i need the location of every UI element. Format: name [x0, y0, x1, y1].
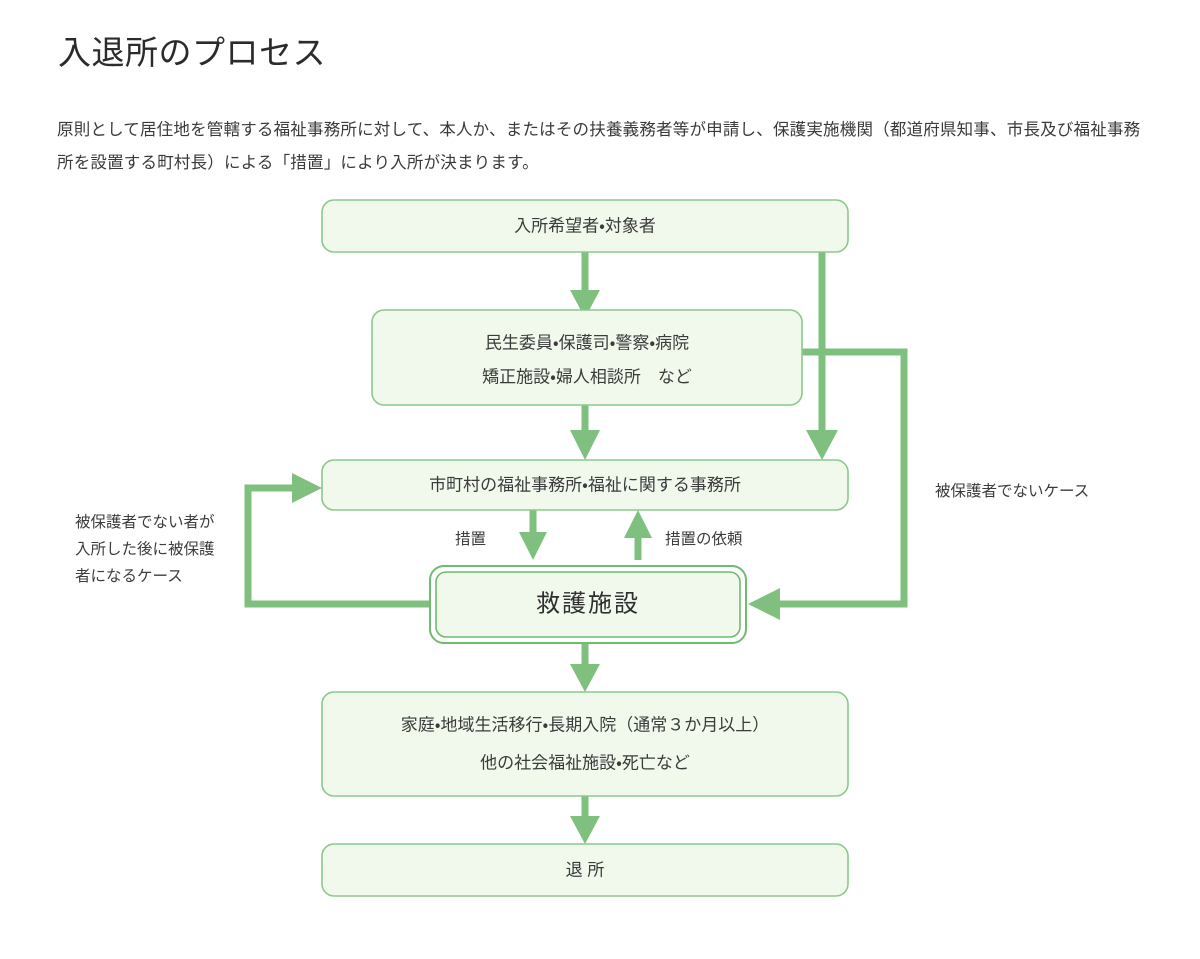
edge-facility-to-outcomes	[570, 643, 600, 692]
node-referrers-label-line1: 民生委員・保護司・警察・病院	[485, 333, 689, 352]
node-welfare-office-label: 市町村の福祉事務所・福祉に関する事務所	[429, 475, 741, 494]
edge-outcomes-to-discharge	[570, 796, 600, 844]
node-applicant-label: 入所希望者・対象者	[514, 216, 656, 235]
node-discharge-box	[321, 843, 849, 897]
node-welfare-office[interactable]: 市町村の福祉事務所・福祉に関する事務所	[321, 459, 849, 511]
edge-facility-to-welfare	[624, 510, 652, 560]
edge-welfare-to-facility	[519, 510, 547, 560]
intro-paragraph: 原則として居住地を管轄する福祉事務所に対して、本人か、またはその扶養義務者等が申…	[57, 121, 1141, 172]
node-rescue-facility-label: 救護施設	[536, 590, 640, 617]
node-referrers-box	[371, 309, 803, 406]
note-not-protected-case: 被保護者でないケース	[935, 482, 1089, 500]
edge-applicant-to-referrers	[570, 252, 600, 318]
node-outcomes-label-line1: 家庭・地域生活移行・長期入院（通常３か月以上）	[401, 715, 770, 734]
flowchart-svg: 入所希望者・対象者 民生委員・保護司・警察・病院 矯正施設・婦人相談所 など 市…	[75, 199, 1089, 897]
node-rescue-facility[interactable]: 救護施設	[429, 565, 747, 644]
node-welfare-office-box	[321, 459, 849, 511]
node-applicant-box	[321, 199, 849, 253]
process-flowchart: 入所希望者・対象者 民生委員・保護司・警察・病院 矯正施設・婦人相談所 など 市…	[0, 182, 1200, 942]
node-rescue-facility-outer-border	[429, 565, 747, 644]
node-referrers[interactable]: 民生委員・保護司・警察・病院 矯正施設・婦人相談所 など	[371, 309, 803, 406]
edge-label-measure: 措置	[455, 530, 486, 548]
node-applicant[interactable]: 入所希望者・対象者	[321, 199, 849, 253]
edge-referrers-to-facility	[748, 348, 908, 620]
node-outcomes-label-line2: 他の社会福祉施設・死亡など	[480, 753, 690, 772]
node-discharge[interactable]: 退 所	[321, 843, 849, 897]
note-becomes-protected-line3: 者になるケース	[75, 567, 183, 585]
node-outcomes[interactable]: 家庭・地域生活移行・長期入院（通常３か月以上） 他の社会福祉施設・死亡など	[321, 691, 849, 797]
edge-label-measure-request: 措置の依頼	[665, 530, 743, 548]
edge-applicant-to-welfare	[806, 252, 838, 460]
note-becomes-protected-line1: 被保護者でない者が	[75, 513, 215, 531]
note-becomes-protected-line2: 入所した後に被保護	[75, 540, 215, 558]
node-outcomes-box	[321, 691, 849, 797]
edge-referrers-to-welfare	[570, 405, 600, 460]
edge-facility-left-loop-to-welfare	[244, 473, 430, 608]
node-rescue-facility-box	[435, 571, 741, 638]
page-title: 入退所のプロセス	[58, 34, 326, 71]
node-discharge-label: 退 所	[566, 860, 605, 879]
node-referrers-label-line2: 矯正施設・婦人相談所 など	[482, 367, 692, 386]
